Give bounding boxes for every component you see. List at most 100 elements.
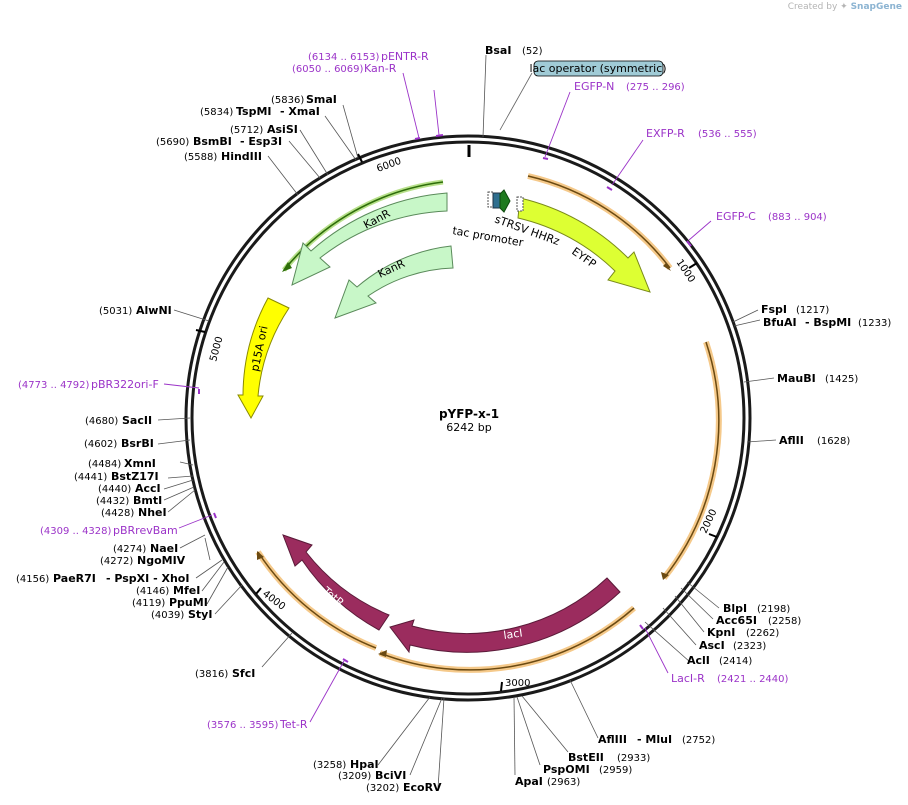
orange-feature-lines (255, 173, 722, 673)
site-naei: (4274) NaeI (113, 542, 178, 555)
svg-text:(1425): (1425) (825, 374, 858, 385)
svg-text:StyI: StyI (188, 608, 212, 621)
svg-text:(4680): (4680) (85, 416, 118, 427)
laci-label: lacI (503, 626, 524, 642)
svg-text:(5712): (5712) (230, 125, 263, 136)
site-bcivi: (3209) BciVI (338, 769, 406, 782)
svg-text:EGFP-N: EGFP-N (574, 80, 614, 93)
site-nhei: (4428) NheI (101, 506, 167, 519)
svg-text:- MluI: - MluI (637, 733, 672, 746)
svg-text:AscI: AscI (699, 639, 725, 652)
svg-text:(4484): (4484) (88, 459, 121, 470)
svg-text:(3816): (3816) (195, 669, 228, 680)
svg-text:(1628): (1628) (817, 436, 850, 447)
lac-operator-label-group: lac operator (symmetric) (499, 60, 667, 131)
svg-text:(4428): (4428) (101, 508, 134, 519)
site-ngomiv: (4272) NgoMIV (100, 554, 186, 567)
site-asisi: (5712) AsiSI (230, 123, 298, 136)
site-bsrbi: (4602) BsrBI (84, 437, 154, 450)
svg-text:BstEII: BstEII (568, 751, 604, 764)
watermark-brand: SnapGene (850, 2, 902, 12)
svg-text:BciVI: BciVI (375, 769, 406, 782)
svg-text:(275 .. 296): (275 .. 296) (626, 82, 685, 93)
svg-text:LacI-R: LacI-R (671, 672, 705, 685)
svg-text:(2258): (2258) (768, 616, 801, 627)
primer-marks (198, 134, 692, 663)
site-alwni: (5031) AlwNI (99, 304, 172, 317)
primer-pbr322ori-f: (4773 .. 4792) pBR322ori-F (18, 378, 159, 391)
site-fspi: FspI (1217) (761, 303, 829, 316)
svg-text:BlpI: BlpI (723, 602, 747, 615)
lac-operator-label: lac operator (symmetric) (529, 62, 666, 75)
svg-text:(2963): (2963) (547, 777, 580, 788)
svg-text:(3576 .. 3595): (3576 .. 3595) (207, 720, 279, 731)
site-bstz17i: (4441) BstZ17I (74, 470, 159, 483)
svg-text:Tet-R: Tet-R (279, 718, 308, 731)
svg-text:Acc65I: Acc65I (716, 614, 757, 627)
svg-text:(2421 .. 2440): (2421 .. 2440) (717, 674, 789, 685)
svg-text:(4432): (4432) (96, 496, 129, 507)
svg-text:BsmBI: BsmBI (193, 135, 232, 148)
site-ppumi: (4119) PpuMI (132, 596, 208, 609)
svg-text:(2752): (2752) (682, 735, 715, 746)
site-maubi: MauBI (1425) (777, 372, 858, 385)
svg-text:PpuMI: PpuMI (169, 596, 208, 609)
svg-text:(5834): (5834) (200, 107, 233, 118)
svg-text:pBRrevBam: pBRrevBam (113, 524, 178, 537)
svg-text:NheI: NheI (138, 506, 167, 519)
svg-text:(5031): (5031) (99, 306, 132, 317)
svg-text:EXFP-R: EXFP-R (646, 127, 685, 140)
primer-tet-r: (3576 .. 3595) Tet-R (207, 718, 308, 731)
svg-text:- XmaI: - XmaI (280, 105, 320, 118)
small-features (487, 189, 524, 213)
svg-text:(2323): (2323) (733, 641, 766, 652)
svg-text:- PspXI - XhoI: - PspXI - XhoI (106, 572, 189, 585)
svg-text:(6134 .. 6153): (6134 .. 6153) (308, 52, 380, 63)
site-tspmi: (5834) TspMI - XmaI (200, 105, 320, 118)
svg-text:(4156): (4156) (16, 574, 49, 585)
site-leaders (157, 54, 777, 789)
plasmid-name: pYFP-x-1 (439, 407, 499, 421)
primer-labels: (6134 .. 6153) pENTR-R (6050 .. 6069) Ka… (18, 50, 827, 731)
svg-text:KpnI: KpnI (707, 626, 735, 639)
svg-text:(2262): (2262) (746, 628, 779, 639)
svg-text:pENTR-R: pENTR-R (381, 50, 429, 63)
site-labels: BsaI (52) (5836) SmaI (5834) TspMI - Xma… (16, 44, 891, 794)
svg-text:(4309 .. 4328): (4309 .. 4328) (40, 526, 112, 537)
site-acc65i: Acc65I (2258) (716, 614, 801, 627)
kanr-inner-arrow (334, 245, 454, 319)
laci-arrow (389, 577, 621, 654)
primer-egfp-c: EGFP-C (883 .. 904) (716, 210, 827, 223)
svg-text:FspI: FspI (761, 303, 787, 316)
site-bmti: (4432) BmtI (96, 494, 162, 507)
tick-5000: 5000 (208, 335, 225, 362)
svg-text:ApaI: ApaI (515, 775, 543, 788)
site-sfci: (3816) SfcI (195, 667, 255, 680)
tick-1000: 1000 (674, 258, 697, 285)
svg-text:(4440): (4440) (98, 484, 131, 495)
plasmid-length: 6242 bp (446, 421, 491, 434)
site-bfuai: BfuAI - BspMI (1233) (763, 316, 891, 329)
svg-text:(4272): (4272) (100, 556, 133, 567)
site-aflii: AflII (1628) (779, 434, 850, 447)
svg-text:(4441): (4441) (74, 472, 107, 483)
svg-text:(5836): (5836) (271, 95, 304, 106)
svg-text:NgoMIV: NgoMIV (137, 554, 186, 567)
kanr-line (282, 179, 444, 272)
svg-text:BmtI: BmtI (133, 494, 162, 507)
site-blpi: BlpI (2198) (723, 602, 790, 615)
svg-text:BfuAI: BfuAI (763, 316, 797, 329)
site-apai: ApaI (2963) (515, 775, 580, 788)
primer-kan-r: (6050 .. 6069) Kan-R (292, 62, 397, 75)
site-hindiii: (5588) HindIII (184, 150, 262, 163)
snapgene-logo-icon: ✦ (840, 2, 848, 12)
svg-text:TspMI: TspMI (236, 105, 272, 118)
svg-text:(6050 .. 6069): (6050 .. 6069) (292, 64, 364, 75)
svg-text:EcoRV: EcoRV (403, 781, 442, 794)
svg-text:(3209): (3209) (338, 771, 371, 782)
svg-text:- BspMI: - BspMI (805, 316, 851, 329)
site-paer7i: (4156) PaeR7I - PspXI - XhoI (16, 572, 189, 585)
svg-text:AccI: AccI (135, 482, 161, 495)
svg-text:(3258): (3258) (313, 760, 346, 771)
kanr-outer-arrow (291, 192, 448, 286)
